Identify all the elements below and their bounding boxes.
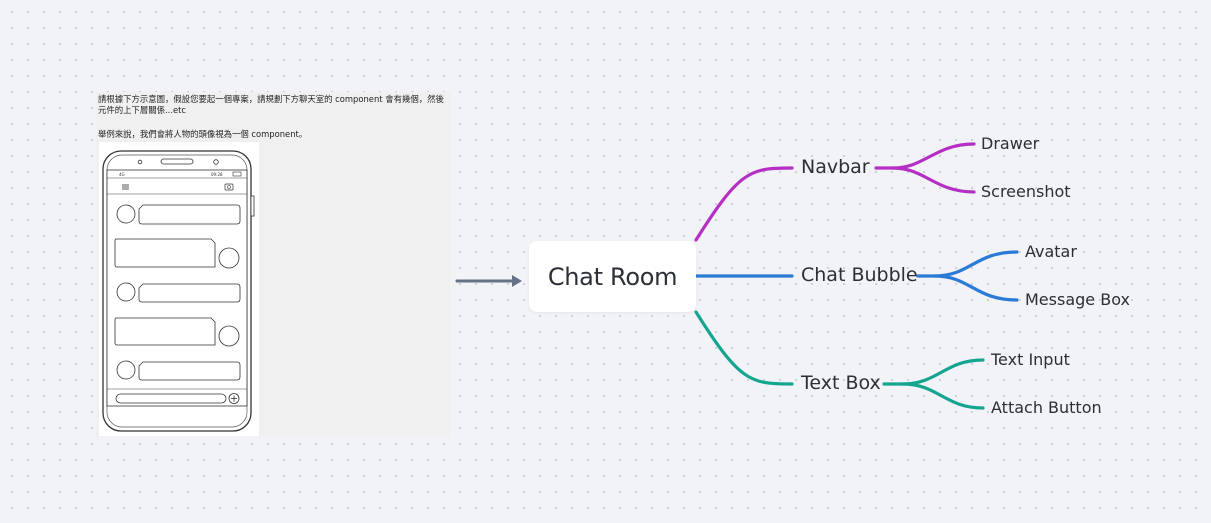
flow-arrow [455, 275, 522, 287]
example-text: 舉例來說，我們會將人物的頭像視為一個 component。 [98, 129, 308, 139]
node-navbar[interactable]: Navbar [801, 156, 870, 178]
node-text-box[interactable]: Text Box [801, 372, 881, 394]
node-drawer[interactable]: Drawer [981, 134, 1040, 153]
node-chat-bubble[interactable]: Chat Bubble [801, 264, 918, 286]
connector-screenshot [891, 166, 976, 194]
connector-avatar [933, 250, 1019, 278]
connector-text-input [901, 358, 985, 386]
root-node[interactable]: Chat Room [529, 241, 696, 312]
node-text-input[interactable]: Text Input [991, 350, 1070, 369]
phone-wireframe-image: 4G 09:28 [99, 142, 259, 436]
phone-wireframe-svg: 4G 09:28 [102, 150, 255, 432]
root-label: Chat Room [547, 262, 678, 291]
node-attach-button[interactable]: Attach Button [991, 398, 1102, 417]
connector-drawer [891, 142, 976, 170]
camera-icon [224, 183, 234, 191]
chat-row-right-1 [114, 238, 240, 269]
menu-icon [122, 184, 129, 190]
node-avatar[interactable]: Avatar [1025, 242, 1077, 261]
question-text: 請根據下方示意圖，假設您要起一個專案，請規劃下方聊天室的 component 會… [98, 94, 444, 115]
status-network: 4G [119, 172, 125, 177]
chat-row-left-3 [116, 360, 241, 381]
status-time: 09:28 [211, 172, 223, 177]
chat-row-right-2 [114, 317, 240, 347]
chat-row-left-1 [116, 204, 241, 225]
connector-attach-button [901, 382, 985, 410]
connector-message-box [933, 274, 1019, 302]
wireframe-attach-icon [228, 393, 240, 404]
wireframe-text-input [115, 393, 227, 404]
connector-navbar [694, 166, 794, 242]
chat-row-left-2 [116, 282, 241, 303]
connector-text-box [694, 310, 794, 386]
node-screenshot[interactable]: Screenshot [981, 182, 1071, 201]
node-message-box[interactable]: Message Box [1025, 290, 1130, 309]
